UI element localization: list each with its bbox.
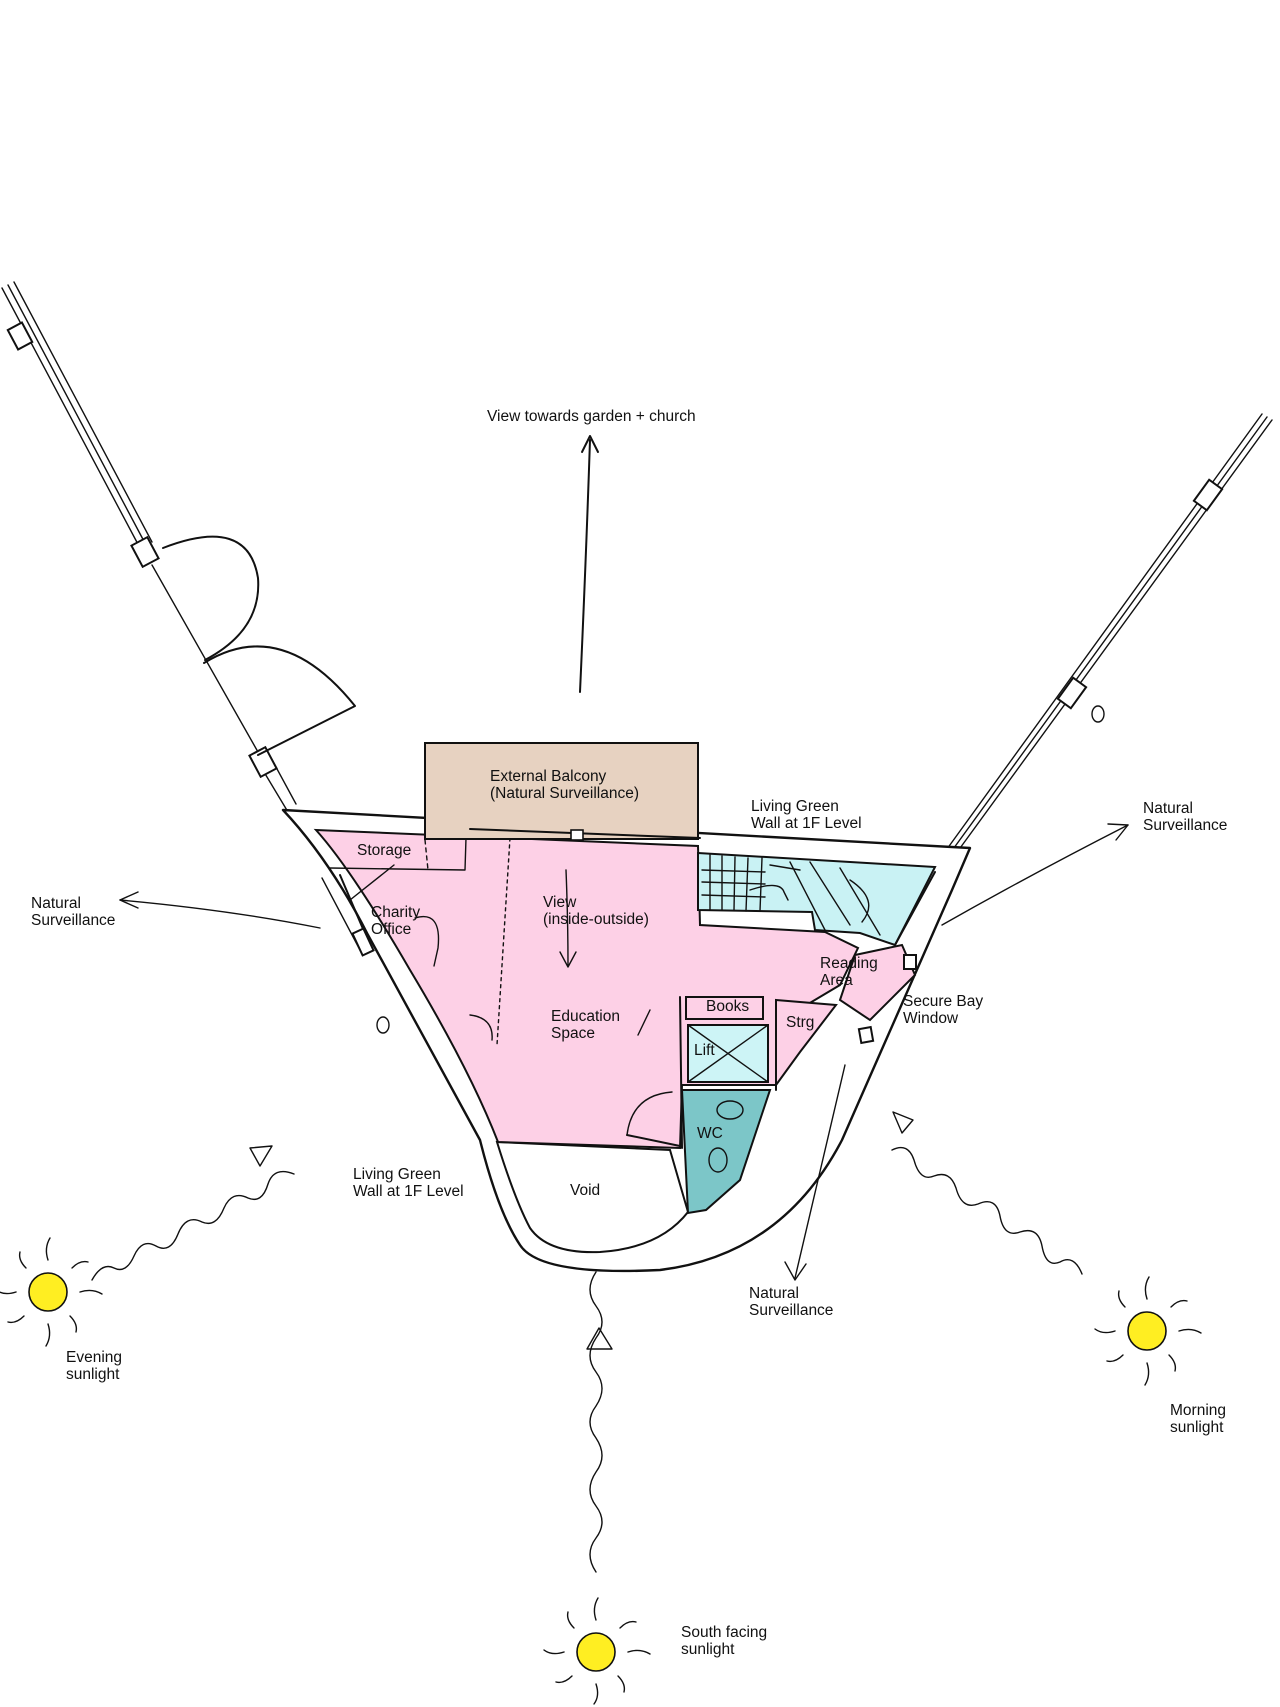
view-garden-label: View towards garden + church (487, 408, 696, 425)
surveillance-left-arrow-icon (119, 891, 321, 929)
books-area (685, 996, 764, 1020)
surveillance-right-arrow-icon (941, 823, 1129, 926)
morning-sunlight-ray-icon (891, 1111, 1083, 1275)
south-sun-icon (543, 1597, 651, 1705)
external-balcony-area (424, 742, 699, 840)
surveillance-bottom-arrow-icon (784, 1064, 846, 1281)
south-sunlight-ray-icon (586, 1271, 613, 1573)
view-inside-label: View(inside-outside) (543, 894, 649, 928)
right-boundary-fence (946, 413, 1273, 856)
view-garden-arrow-icon (579, 435, 599, 693)
entrance-gate-icon (162, 535, 356, 756)
void-area (495, 1140, 690, 1254)
storage-label: Storage (357, 842, 412, 859)
evening-sunlight-ray-icon (91, 1145, 295, 1281)
evening-sun-icon (0, 1237, 103, 1347)
morning-sun-icon (1094, 1276, 1202, 1386)
void-label: Void (570, 1182, 601, 1199)
strg-label: Strg (786, 1014, 815, 1031)
column-marker-icon (376, 1016, 390, 1034)
wc-label: WC (697, 1125, 723, 1142)
external-balcony-label: External Balcony(Natural Surveillance) (490, 768, 640, 802)
lift-label: Lift (694, 1042, 715, 1059)
stair-area (697, 851, 937, 947)
secure-bay-window (838, 943, 917, 1022)
books-label: Books (706, 998, 750, 1015)
wc-area (680, 1089, 772, 1215)
view-inside-arrow-icon (559, 869, 577, 968)
left-boundary-fence (1, 281, 297, 813)
